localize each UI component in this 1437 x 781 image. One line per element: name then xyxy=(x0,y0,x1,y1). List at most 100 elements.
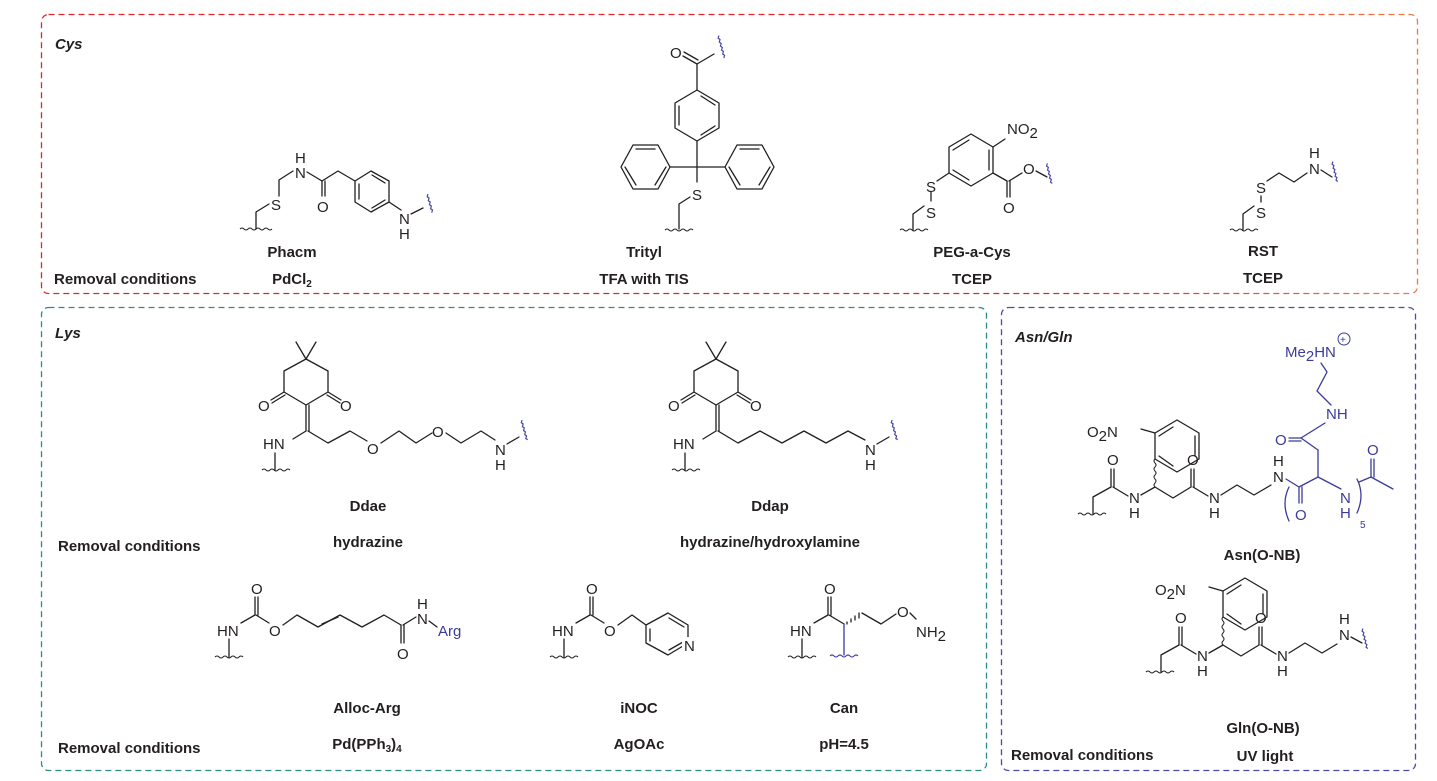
atom-n: N xyxy=(1339,627,1350,644)
atom-hn: HN xyxy=(552,623,574,640)
atom-o: O xyxy=(1003,200,1015,217)
atom-o: O xyxy=(317,199,329,216)
lys-removal-label-2: Removal conditions xyxy=(58,740,201,757)
atom-o: O xyxy=(750,398,762,415)
wavy-attachment-bond xyxy=(214,655,244,659)
cys-panel-title: Cys xyxy=(55,36,83,53)
atom-n: N xyxy=(865,442,876,459)
ddap-name: Ddap xyxy=(751,498,789,515)
atom-o: O xyxy=(1107,452,1119,469)
atom-n: N xyxy=(417,611,428,628)
atom-me2hn: Me2HN xyxy=(1285,344,1336,365)
cys-panel-border xyxy=(40,13,1419,295)
can-name: Can xyxy=(829,700,859,717)
arg-residue: Arg xyxy=(438,623,461,640)
atom-n: N xyxy=(399,211,410,228)
asn-gln-panel: Asn/Gln O N H O2N O N H H N O xyxy=(1000,306,1417,772)
atom-o: O xyxy=(397,646,409,663)
atom-hn: HN xyxy=(217,623,239,640)
atom-h: H xyxy=(399,226,410,243)
atom-n: N xyxy=(684,638,695,655)
atom-o: O xyxy=(1295,507,1307,524)
trityl-structure: O S xyxy=(620,35,775,232)
asn-gln-removal-label: Removal conditions xyxy=(1011,747,1154,764)
atom-o2n: O2N xyxy=(1087,424,1118,445)
atom-s: S xyxy=(926,179,936,196)
wavy-attachment-bond xyxy=(890,419,899,441)
atom-s: S xyxy=(692,187,702,204)
asn-gln-panel-border xyxy=(1000,306,1417,772)
atom-o: O xyxy=(1275,432,1287,449)
wavy-attachment-bond xyxy=(261,468,291,472)
asn-gln-condition: UV light xyxy=(1236,748,1294,765)
atom-s: S xyxy=(926,205,936,222)
phacm-structure: S H N O N H xyxy=(239,150,434,243)
wavy-attachment-bond xyxy=(520,419,529,441)
wavy-attachment-bond xyxy=(1229,228,1259,232)
wavy-attachment-bond xyxy=(1045,163,1053,184)
ddap-structure: O O HN N H xyxy=(668,341,899,474)
rst-structure: S S H N xyxy=(1229,145,1339,232)
wavy-attachment-bond xyxy=(549,655,579,659)
atom-n: N xyxy=(1209,490,1220,507)
peg-a-cys-condition: TCEP xyxy=(951,271,993,288)
atom-h: H xyxy=(1273,453,1284,470)
lys-panel-title: Lys xyxy=(55,325,81,342)
atom-n: N xyxy=(1340,490,1351,507)
asn-gln-panel-title: Asn/Gln xyxy=(1015,329,1073,346)
can-structure: HN O O NH2 xyxy=(787,581,946,659)
wavy-attachment-bond xyxy=(1361,628,1369,650)
hashed-wedge-bond xyxy=(846,612,860,625)
atom-o: O xyxy=(251,581,263,598)
atom-o: O xyxy=(269,623,281,640)
atom-h: H xyxy=(417,596,428,613)
atom-nh2: NH2 xyxy=(916,624,946,645)
atom-h: H xyxy=(1277,663,1288,680)
wavy-attachment-bond xyxy=(717,35,726,59)
wavy-stereo-bond xyxy=(1153,458,1157,488)
atom-o: O xyxy=(1367,442,1379,459)
atom-n: N xyxy=(1309,161,1320,178)
peg-a-cys-name: PEG-a-Cys xyxy=(933,244,1011,261)
asn-o-nb-name: Asn(O-NB) xyxy=(1223,547,1301,564)
trityl-name: Trityl xyxy=(626,244,662,261)
wavy-attachment-bond xyxy=(1145,670,1175,674)
atom-o: O xyxy=(432,424,444,441)
atom-h: H xyxy=(295,150,306,167)
repeat-bracket-right xyxy=(1356,478,1362,514)
atom-o: O xyxy=(670,45,682,62)
atom-o: O xyxy=(897,604,909,621)
repeat-count: 5 xyxy=(1360,520,1366,531)
asn-o-nb-structure: O N H O2N O N H H N O O NH xyxy=(1077,332,1394,531)
inoc-structure: HN O O N xyxy=(549,581,696,659)
atom-o: O xyxy=(1023,161,1035,178)
atom-hn: HN xyxy=(263,436,285,453)
atom-h: H xyxy=(1339,611,1350,628)
atom-h: H xyxy=(495,457,506,474)
atom-h: H xyxy=(1129,505,1140,522)
lys-panel: Lys O O HN O O N H Ddae Removal conditio… xyxy=(40,306,988,772)
atom-hn: HN xyxy=(790,623,812,640)
repeat-bracket-left xyxy=(1284,486,1290,522)
atom-o: O xyxy=(586,581,598,598)
wavy-attachment-bond xyxy=(1331,161,1339,183)
wavy-attachment-bond xyxy=(899,228,929,232)
atom-o: O xyxy=(668,398,680,415)
atom-o: O xyxy=(1187,452,1199,469)
atom-h: H xyxy=(1197,663,1208,680)
alloc-arg-condition: Pd(PPh3)4 xyxy=(332,736,402,755)
atom-o: O xyxy=(258,398,270,415)
atom-h: H xyxy=(1340,505,1351,522)
inoc-condition: AgOAc xyxy=(613,736,665,753)
peg-a-cys-structure: S S NO2 O O xyxy=(899,121,1053,232)
wavy-attachment-bond xyxy=(426,193,434,213)
atom-no2: NO2 xyxy=(1007,121,1038,142)
atom-s: S xyxy=(1256,180,1266,197)
atom-n: N xyxy=(1273,469,1284,486)
wavy-attachment-bond xyxy=(664,228,694,232)
trityl-condition: TFA with TIS xyxy=(599,271,689,288)
positive-charge: + xyxy=(1340,335,1346,346)
alloc-arg-structure: HN O O O H N Arg xyxy=(214,581,461,663)
atom-o: O xyxy=(1175,610,1187,627)
can-condition: pH=4.5 xyxy=(819,736,869,753)
